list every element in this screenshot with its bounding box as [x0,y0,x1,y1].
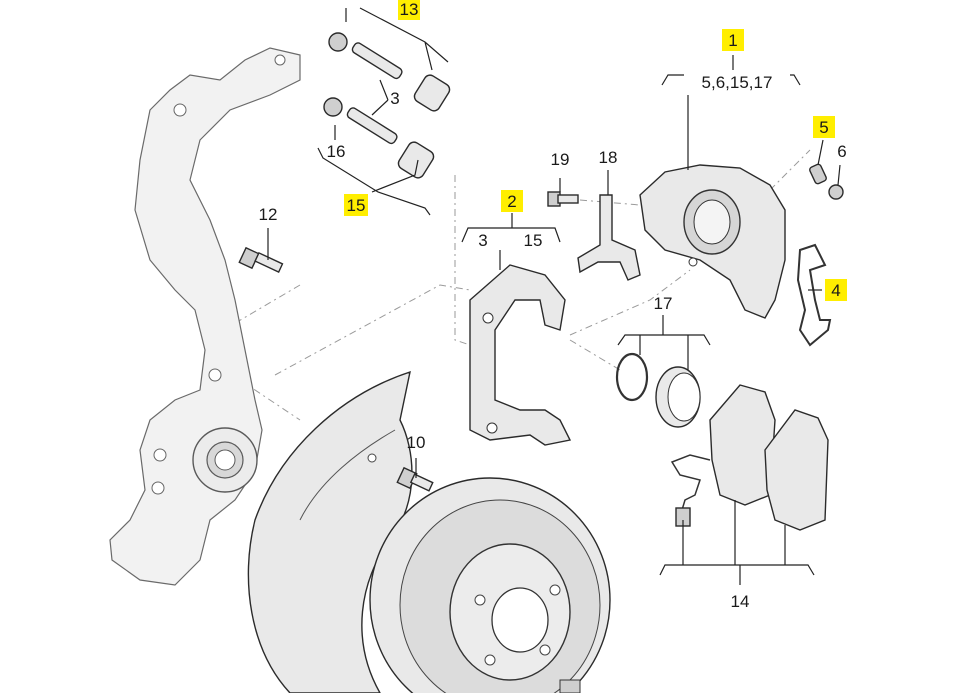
brake-disc [369,477,611,693]
callout-2-highlight [501,190,523,212]
callout-13-highlight [398,0,420,20]
callout-6: 6 [837,142,846,161]
guide-pins [323,32,451,179]
leader-lines [267,7,841,585]
callout-4-highlight [825,279,847,301]
callout-18: 18 [599,148,618,167]
bolt-10 [396,466,434,492]
caliper-carrier [469,264,572,446]
callout-15-highlight [344,194,368,216]
piston-seal-kit [615,352,701,428]
callout-3-pins: 3 [390,89,399,108]
steering-knuckle [109,47,301,586]
brake-caliper [639,164,786,319]
bolt-12 [238,246,284,273]
callout-1-highlight [722,29,744,51]
bleeder-valve [809,163,844,200]
callout-3-carrier: 3 [478,231,487,250]
callout-14: 14 [731,592,750,611]
callout-1-group: 5,6,15,17 [702,73,773,92]
callout-5-highlight [813,116,835,138]
callout-15-carrier: 15 [524,231,543,250]
callout-13: 13 [400,0,419,19]
callout-19: 19 [551,150,570,169]
callout-4: 4 [831,281,840,300]
callout-16: 16 [327,142,346,161]
anti-rattle-spring [796,243,832,347]
callout-15-pins: 15 [347,196,366,215]
brake-pads [670,384,829,531]
bolt-19 [547,191,579,207]
callout-10: 10 [407,433,426,452]
callout-2: 2 [507,192,516,211]
callout-1: 1 [728,31,737,50]
callout-12: 12 [259,205,278,224]
pad-retaining-bracket [577,194,641,281]
callout-5: 5 [819,118,828,137]
callout-17: 17 [654,294,673,313]
callout-labels: 13 1 5,6,15,17 3 5 6 16 19 18 2 15 12 3 … [259,0,847,611]
